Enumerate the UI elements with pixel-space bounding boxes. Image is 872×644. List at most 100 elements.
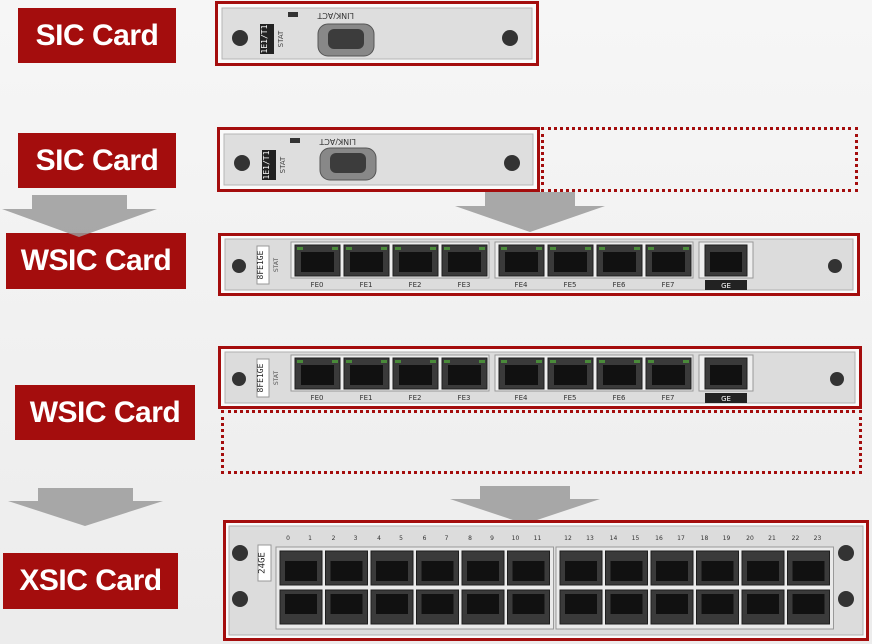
port-number-label: 23 [814,535,822,542]
down-arrow-icon [450,486,600,524]
ge-port[interactable] [650,589,694,625]
fe-port[interactable] [547,244,594,277]
sic-stat-text: STAT [277,30,285,47]
port-number-label: 3 [354,535,358,542]
wsic-model-text: 8FE1GE [256,250,265,279]
fe-port[interactable] [498,244,545,277]
xsic-model-text: 24GE [258,552,268,574]
ge-port[interactable] [370,589,414,625]
ge-port[interactable] [507,589,550,625]
port-number-label: 16 [655,535,663,542]
ge-port[interactable] [416,550,459,586]
sic-linkact-text: LINK/ACT [317,11,354,20]
ge-port-label: GE [721,395,731,403]
fe-port[interactable] [392,244,439,277]
ge-port[interactable] [704,357,748,390]
fe-port-label: FE3 [458,281,471,289]
ge-port[interactable] [650,550,694,586]
fe-port[interactable] [441,357,488,390]
port-number-label: 17 [677,535,685,542]
wsic-model-text: 8FE1GE [256,363,265,392]
fe-port-label: FE2 [409,281,422,289]
port-number-label: 7 [445,535,449,542]
fe-port[interactable] [343,244,390,277]
screw-icon [502,30,518,46]
screw-icon [232,30,248,46]
ge-port[interactable] [787,589,830,625]
ge-port[interactable] [461,550,505,586]
down-arrow-icon [455,192,605,232]
ge-port[interactable] [279,589,323,625]
wsic-stat-text: STAT [273,371,280,386]
ge-port[interactable] [416,589,459,625]
fe-port-label: FE5 [564,394,577,402]
port-number-label: 0 [286,535,290,542]
fe-port[interactable] [294,357,341,390]
port-number-label: 20 [746,535,754,542]
ge-port[interactable] [605,550,648,586]
fe-port-label: FE4 [515,281,528,289]
label-wsic-card-1: WSIC Card [6,233,186,289]
sic-model-text: 1E1/T1 [262,150,271,179]
fe-port-label: FE1 [360,394,373,402]
fe-port[interactable] [392,357,439,390]
ge-port[interactable] [741,550,785,586]
ge-port[interactable] [370,550,414,586]
port-number-label: 21 [768,535,776,542]
port-number-label: 15 [632,535,640,542]
ge-port[interactable] [605,589,648,625]
down-arrow-icon [8,488,163,526]
port-number-label: 2 [332,535,336,542]
fe-port[interactable] [441,244,488,277]
label-wsic-card-2: WSIC Card [15,385,195,440]
empty-slot-outline [221,410,862,474]
screw-icon [232,259,246,273]
label-xsic-card: XSIC Card [3,553,178,609]
ge-port[interactable] [461,589,505,625]
fe-port-label: FE2 [409,394,422,402]
fe-port-label: FE0 [311,394,324,402]
ge-port[interactable] [559,589,603,625]
fe-port-label: FE6 [613,281,626,289]
ge-port[interactable] [704,244,748,277]
ge-port[interactable] [325,550,368,586]
ge-port[interactable] [325,589,368,625]
ge-port[interactable] [696,589,739,625]
fe-port-label: FE0 [311,281,324,289]
fe-port-label: FE5 [564,281,577,289]
ge-port[interactable] [696,550,739,586]
fe-port[interactable] [596,357,643,390]
port-number-label: 8 [468,535,472,542]
label-sic-card-2: SIC Card [18,133,176,188]
port-number-label: 22 [792,535,800,542]
sic-card-panel-2: 1E1/T1 STAT LINK/ACT [217,127,540,192]
port-number-label: 18 [701,535,709,542]
ge-port[interactable] [507,550,550,586]
fe-port[interactable] [498,357,545,390]
screw-icon [232,372,246,386]
port-number-label: 10 [512,535,520,542]
wsic-stat-text: STAT [273,258,280,273]
screw-icon [504,155,520,171]
sic-model-text: 1E1/T1 [260,24,269,53]
fe-port-label: FE1 [360,281,373,289]
fe-port[interactable] [645,357,692,390]
port-number-label: 19 [723,535,731,542]
fe-port[interactable] [294,244,341,277]
ge-port[interactable] [787,550,830,586]
fe-port[interactable] [596,244,643,277]
screw-icon [838,591,854,607]
ge-port[interactable] [741,589,785,625]
fe-port[interactable] [547,357,594,390]
fe-port[interactable] [343,357,390,390]
screw-icon [838,545,854,561]
down-arrow-icon [2,195,157,237]
screw-icon [232,545,248,561]
ge-port[interactable] [559,550,603,586]
ge-port[interactable] [279,550,323,586]
fe-port[interactable] [645,244,692,277]
port-number-label: 5 [399,535,403,542]
